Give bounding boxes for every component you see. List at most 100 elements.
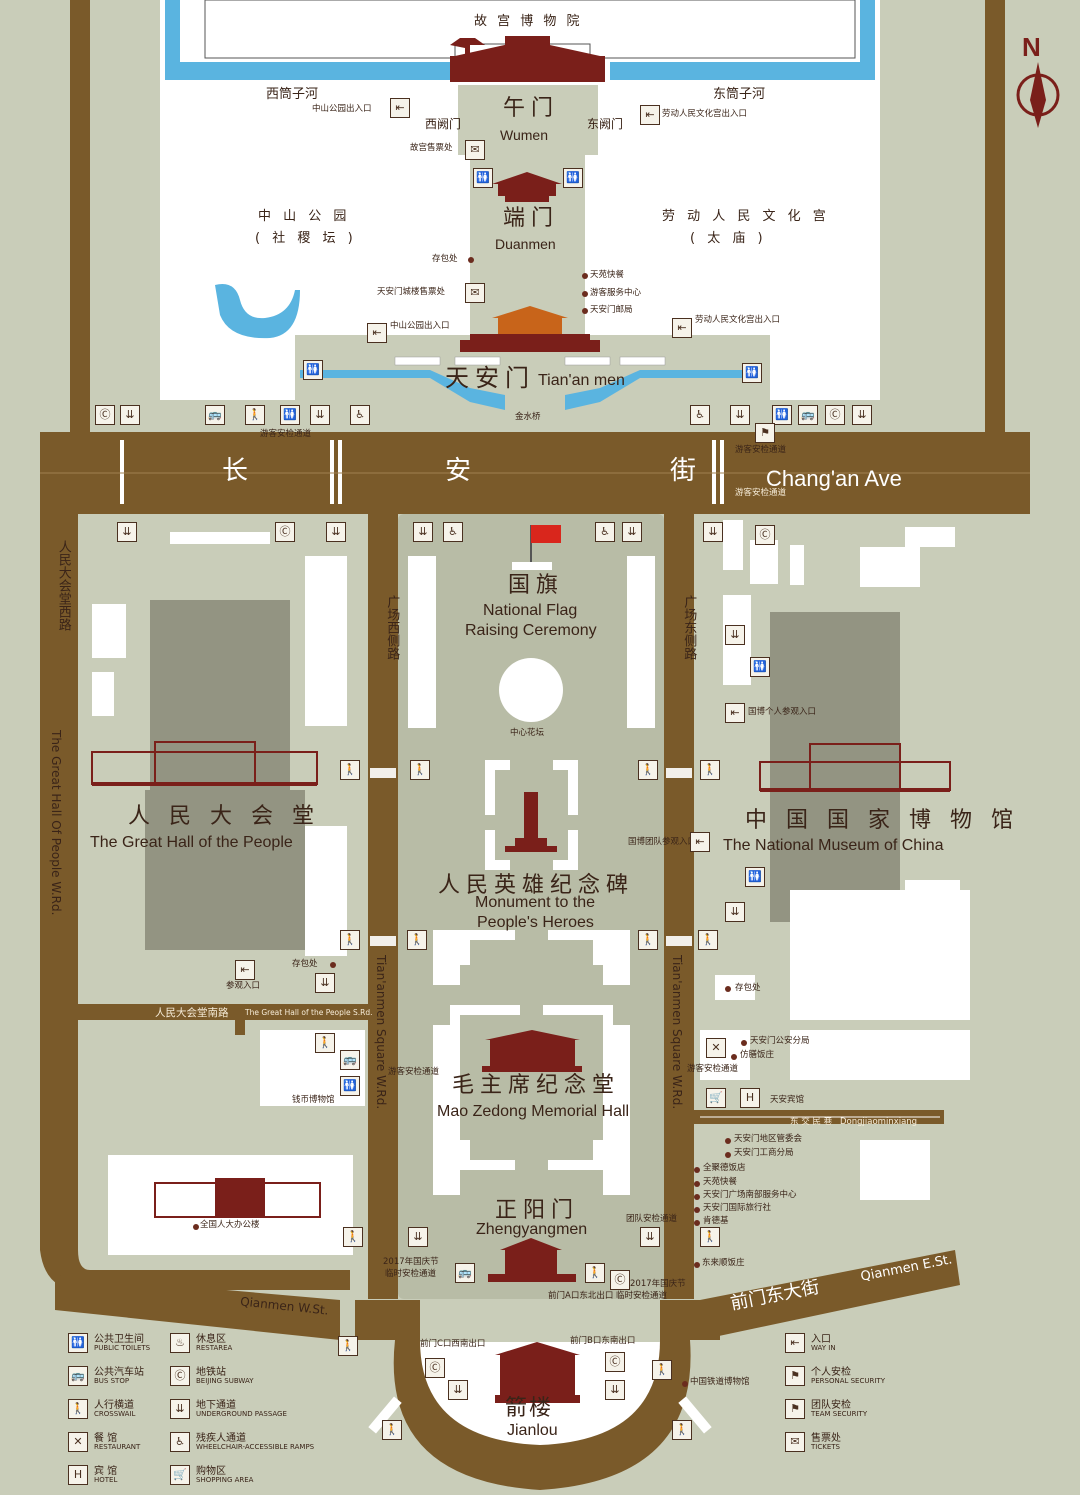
temp-security-east-2: 前门A口东北出口 临时安检通道 — [548, 1291, 668, 1301]
great-hall-shadow — [150, 600, 290, 790]
tianyuan-snack-2: 天苑快餐 — [703, 1177, 738, 1187]
legend-label-en: RESTAREA — [196, 1343, 233, 1352]
museum-en: The National Museum of China — [723, 837, 944, 854]
restroom-icon: 🚻 — [772, 405, 792, 425]
museum-baggage: 存包处 — [735, 983, 761, 993]
wheelchair-icon: ♿ — [595, 522, 615, 542]
entrance-icon: ⇤ — [785, 1333, 805, 1353]
entrance-icon: ⇤ — [390, 98, 410, 118]
personal-security-icon: ⚑ — [785, 1366, 805, 1386]
security-east-2: 游客安检通道 — [735, 488, 787, 498]
shejitan-label: ( 社 稷 坛 ) — [255, 231, 357, 246]
poi-dot — [193, 1224, 199, 1230]
legend-label-en: CROSSWAIL — [94, 1409, 136, 1418]
restroom-icon: 🚻 — [340, 1076, 360, 1096]
mausoleum-en: Mao Zedong Memorial Hall — [437, 1103, 630, 1120]
qianmen-c-exit: 前门C口西南出口 — [420, 1339, 486, 1349]
legend-label: 地铁站 — [196, 1366, 226, 1378]
tiananmen-en: Tian'an men — [538, 372, 625, 389]
laodong-exit-top: 劳动人民文化宫出入口 — [662, 109, 748, 119]
duanmen-en: Duanmen — [495, 236, 556, 252]
personal-security-icon: ⚑ — [755, 423, 775, 443]
legend-label: 公共卫生间 — [94, 1333, 144, 1345]
bus-icon: 🚌 — [205, 405, 225, 425]
south-road-en: The Great Hall of the People S.Rd. — [245, 1008, 373, 1017]
legend-label-en: BEIJING SUBWAY — [196, 1376, 254, 1385]
jianlou-en: Jianlou — [507, 1422, 558, 1439]
subway-icon: Ⓒ — [755, 525, 775, 545]
crosswalk-icon: 🚶 — [638, 760, 658, 780]
east-security: 游客安检通道 — [687, 1064, 739, 1074]
poi-dot — [582, 308, 588, 314]
great-hall-west-road-cn: 人民大会堂西路 — [55, 540, 71, 631]
team-security-icon: ⚑ — [785, 1399, 805, 1419]
tiananmen-cn: 天安门 — [445, 364, 535, 392]
legend-label: 餐 馆 — [94, 1432, 118, 1444]
legend-label: 团队安检 — [811, 1399, 851, 1411]
underground-icon: ⇊ — [703, 522, 723, 542]
crosswalk-icon: 🚶 — [340, 760, 360, 780]
restaurant-icon: ✕ — [706, 1038, 726, 1058]
great-hall-cn: 人 民 大 会 堂 — [128, 804, 320, 829]
monument-en-2: People's Heroes — [477, 914, 594, 931]
flag-cn: 国旗 — [508, 573, 565, 598]
museum-shadow — [770, 612, 900, 922]
underground-icon: ⇊ — [170, 1399, 190, 1419]
changan-char-1: 长 — [222, 456, 249, 486]
railway-museum: 中国铁道博物馆 — [690, 1377, 750, 1387]
subway-icon: Ⓒ — [170, 1366, 190, 1386]
hotel-icon: H — [740, 1088, 760, 1108]
bus-icon: 🚌 — [68, 1366, 88, 1386]
palace-ticket-office: 故宫售票处 — [410, 143, 453, 153]
east-moat — [610, 0, 875, 80]
donglaishun: 东来顺饭庄 — [702, 1258, 745, 1268]
poi-dot — [694, 1207, 700, 1213]
bus-icon: 🚌 — [798, 405, 818, 425]
baggage-label: 存包处 — [432, 254, 458, 264]
poi-dot — [725, 1152, 731, 1158]
entrance-icon: ⇤ — [690, 832, 710, 852]
underground-icon: ⇊ — [117, 522, 137, 542]
crosswalk-icon: 🚶 — [340, 930, 360, 950]
crosswalk-icon: 🚶 — [382, 1420, 402, 1440]
underground-icon: ⇊ — [640, 1227, 660, 1247]
poi-dot — [731, 1054, 737, 1060]
crosswalk-icon: 🚶 — [652, 1360, 672, 1380]
museum-group-entry: 国博团队参观入口 — [628, 837, 697, 847]
restroom-icon: 🚻 — [473, 168, 493, 188]
temp-security-west-1: 2017年国庆节 — [383, 1257, 439, 1267]
legend-label: 休息区 — [196, 1333, 226, 1345]
center-garden — [499, 658, 563, 722]
subway-icon: Ⓒ — [610, 1270, 630, 1290]
bus-icon: 🚌 — [340, 1050, 360, 1070]
crosswalk-icon: 🚶 — [700, 1227, 720, 1247]
legend-label: 公共汽车站 — [94, 1366, 144, 1378]
npc-office: 全国人大办公楼 — [200, 1220, 260, 1230]
police-bureau: 天安门公安分局 — [750, 1036, 810, 1046]
wumen-cn: 午门 — [503, 96, 560, 121]
monument-cn: 人民英雄纪念碑 — [438, 873, 635, 898]
entrance-icon: ⇤ — [725, 703, 745, 723]
poi-dot — [694, 1262, 700, 1268]
shopping-icon: 🛒 — [170, 1465, 190, 1485]
changan-en: Chang'an Ave — [766, 466, 902, 491]
wheelchair-icon: ♿ — [690, 405, 710, 425]
ticket-icon: ✉ — [465, 140, 485, 160]
poi-dot — [582, 291, 588, 297]
entrance-icon: ⇤ — [672, 318, 692, 338]
national-flag — [531, 525, 561, 543]
legend-label-en: BUS STOP — [94, 1376, 130, 1385]
dongtongzi-label: 东筒子河 — [713, 87, 766, 102]
underground-icon: ⇊ — [448, 1380, 468, 1400]
poi-dot — [694, 1194, 700, 1200]
poi-dot — [725, 986, 731, 992]
underground-icon: ⇊ — [725, 902, 745, 922]
entrance-icon: ⇤ — [640, 105, 660, 125]
great-hall-en: The Great Hall of the People — [90, 834, 293, 851]
center-garden-label: 中心花坛 — [510, 728, 545, 738]
